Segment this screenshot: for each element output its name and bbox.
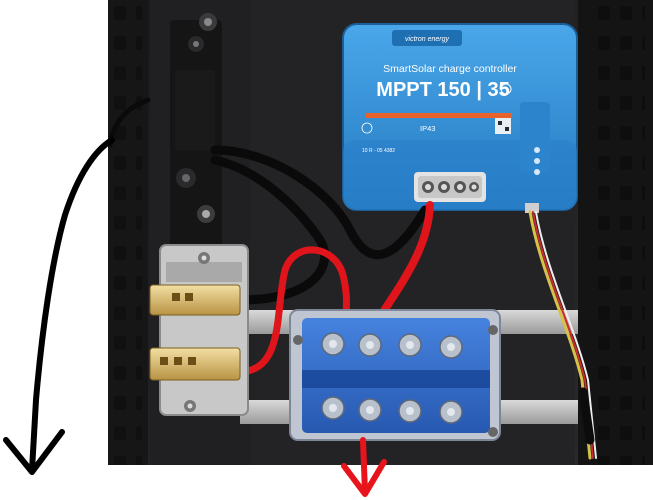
terminal-block <box>414 172 486 202</box>
ip-rating-text: IP43 <box>420 124 435 133</box>
warning-icon <box>361 122 373 134</box>
status-leds <box>520 102 550 175</box>
shunt-assembly <box>149 244 249 416</box>
bluetooth-icon <box>500 83 512 95</box>
small-print-text: 10 R - 05 4382 <box>362 148 395 154</box>
brand-text: victron energy <box>405 36 449 43</box>
red-arrow-annotation <box>341 437 387 497</box>
black-arrow-annotation <box>3 137 115 475</box>
fuse-block <box>289 309 501 441</box>
ve-direct-port <box>525 203 539 213</box>
qr-code <box>495 118 511 134</box>
signal-cable <box>528 210 597 460</box>
charge-controller: victron energy SmartSolar charge control… <box>342 23 578 213</box>
mounting-bar <box>170 13 222 250</box>
red-cables <box>236 201 434 376</box>
product-line-text: SmartSolar charge controller <box>383 63 517 75</box>
orange-stripe <box>366 113 512 118</box>
model-text: MPPT 150 | 35 <box>376 79 509 101</box>
